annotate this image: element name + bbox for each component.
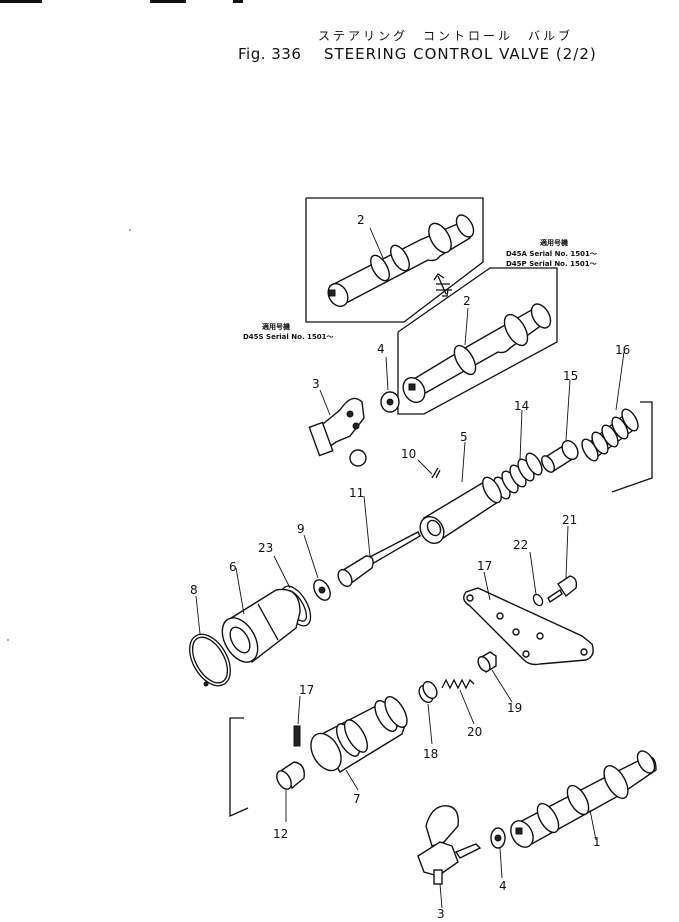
callout-17: 18 [423,747,438,761]
leader-20 [483,571,491,601]
bolt-part-21 [547,575,578,604]
leader-9 [303,534,319,579]
snap-ring-part-7 [189,633,231,687]
leader-14 [615,351,625,411]
leader-2-middle [464,307,469,346]
callout-3-lower: 3 [437,907,445,921]
shaft-part-11 [337,531,421,588]
figure-number: Fig. 336 [238,45,302,63]
leader-18 [491,669,513,703]
seat-part-17 [418,680,438,704]
leader-6 [235,567,245,615]
nut-part-4-lower [490,827,506,849]
variant-swap-arrow [433,273,452,297]
leader-8 [345,769,359,791]
callout-13: 15 [563,369,578,383]
figure-header: ステアリング コントロール バルブ Fig. 336 STEERING CONT… [0,0,679,70]
callout-11: 11 [349,486,364,500]
callout-14: 16 [615,343,630,357]
figure-title: STEERING CONTROL VALVE (2/2) [324,45,597,63]
callout-22: 22 [513,538,528,552]
spool-part-8 [310,696,408,773]
spring-part-14 [581,408,639,462]
leader-1 [589,809,597,841]
bracket-right-upper [611,401,653,493]
leader-12 [519,409,523,461]
leader-3-lower [439,883,443,909]
note-d45ap-heading: 適用号機 [540,238,568,247]
callout-2-upper: 2 [357,213,365,227]
leader-13 [565,379,571,441]
note-d45p-serial: D45P Serial No. 1501～ [506,260,597,268]
spool-part-2-variant-d45ap [402,303,552,404]
leader-17 [427,703,433,745]
pin-part-16 [293,725,301,747]
leader-4-upper [385,356,389,391]
leader-7 [195,595,201,635]
callout-18: 19 [507,701,522,715]
body-part-5 [419,476,502,545]
lever-part-3-upper [308,397,367,467]
cap-part-15 [276,761,305,790]
leader-22 [529,551,537,595]
top-rule-left [0,0,42,3]
leader-10 [417,459,433,475]
callout-5: 5 [460,430,468,444]
note-d45s-serial: D45S Serial No. 1501～ [243,333,333,341]
figure-title-japanese: ステアリング コントロール バルブ [318,29,574,43]
leader-5 [461,441,466,483]
callout-7: 8 [190,583,198,597]
leader-11 [363,495,371,557]
plate-part-20 [463,587,594,666]
variant-box-d45s [305,197,484,323]
callout-1: 1 [593,835,601,849]
callout-4-upper: 4 [377,342,385,356]
callout-21: 21 [562,513,577,527]
leader-16 [297,695,301,725]
callout-23: 23 [258,541,273,555]
collar-part-6 [221,588,301,664]
leader-2-upper [369,227,384,259]
retainer-part-13 [541,439,579,473]
callout-16: 17 [299,683,314,697]
callout-2-middle: 2 [463,294,471,308]
spool-part-1 [510,750,657,848]
spool-part-2-variant-d45s [327,214,475,308]
speck-1 [129,229,131,231]
washer-part-9 [313,579,331,601]
leader-21 [565,525,569,579]
callout-10: 10 [401,447,416,461]
top-rule-right [233,0,243,3]
callout-8: 7 [353,792,361,806]
leader-4-lower [499,847,503,879]
callout-15: 12 [273,827,288,841]
note-d45a-serial: D45A Serial No. 1501～ [506,250,597,258]
speck-2 [7,639,9,641]
pin-part-10 [431,467,441,479]
callout-20: 17 [477,559,492,573]
lever-part-3-lower [417,805,482,885]
callout-3-upper: 3 [312,377,320,391]
bracket-left-lower [229,717,249,818]
leader-3-upper [319,389,331,416]
lock-washer-part-22 [532,593,544,607]
callout-12: 14 [514,399,529,413]
callout-6: 6 [229,560,237,574]
callout-9: 9 [297,522,305,536]
leader-19 [459,689,475,725]
spring-part-19 [441,678,475,690]
leader-23 [273,555,291,589]
plug-part-18 [477,651,497,674]
nut-part-4-upper [380,391,400,413]
top-rule-middle [150,0,186,3]
callout-19: 20 [467,725,482,739]
note-d45s-heading: 適用号機 [262,322,290,331]
callout-4-lower: 4 [499,879,507,893]
variant-box-d45ap [397,267,558,415]
